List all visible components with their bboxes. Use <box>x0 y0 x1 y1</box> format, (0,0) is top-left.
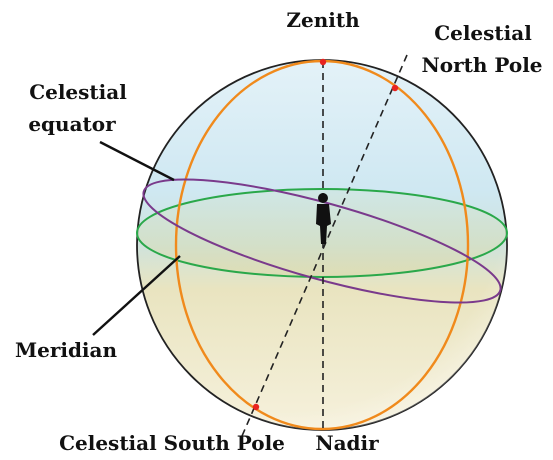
north-pole-label-line1: Celestial <box>434 21 532 45</box>
zenith-marker <box>319 58 327 66</box>
nadir-label: Nadir <box>315 431 379 455</box>
celestial-equator-circle <box>142 178 502 304</box>
zenith-label: Zenith <box>286 8 360 32</box>
north-pole-label-line2: North Pole <box>421 53 542 77</box>
north-pole-marker <box>391 84 399 92</box>
south-pole-label: Celestial South Pole <box>59 431 285 455</box>
equator-pointer-line <box>99 140 175 182</box>
observer-figure <box>316 193 331 244</box>
south-pole-marker <box>252 403 260 411</box>
equator-label-line1: Celestial <box>29 80 127 104</box>
equator-label-line2: equator <box>28 112 116 136</box>
meridian-pointer-line <box>92 255 181 336</box>
celestial-pole-axis <box>241 54 408 437</box>
meridian-label: Meridian <box>15 338 118 362</box>
